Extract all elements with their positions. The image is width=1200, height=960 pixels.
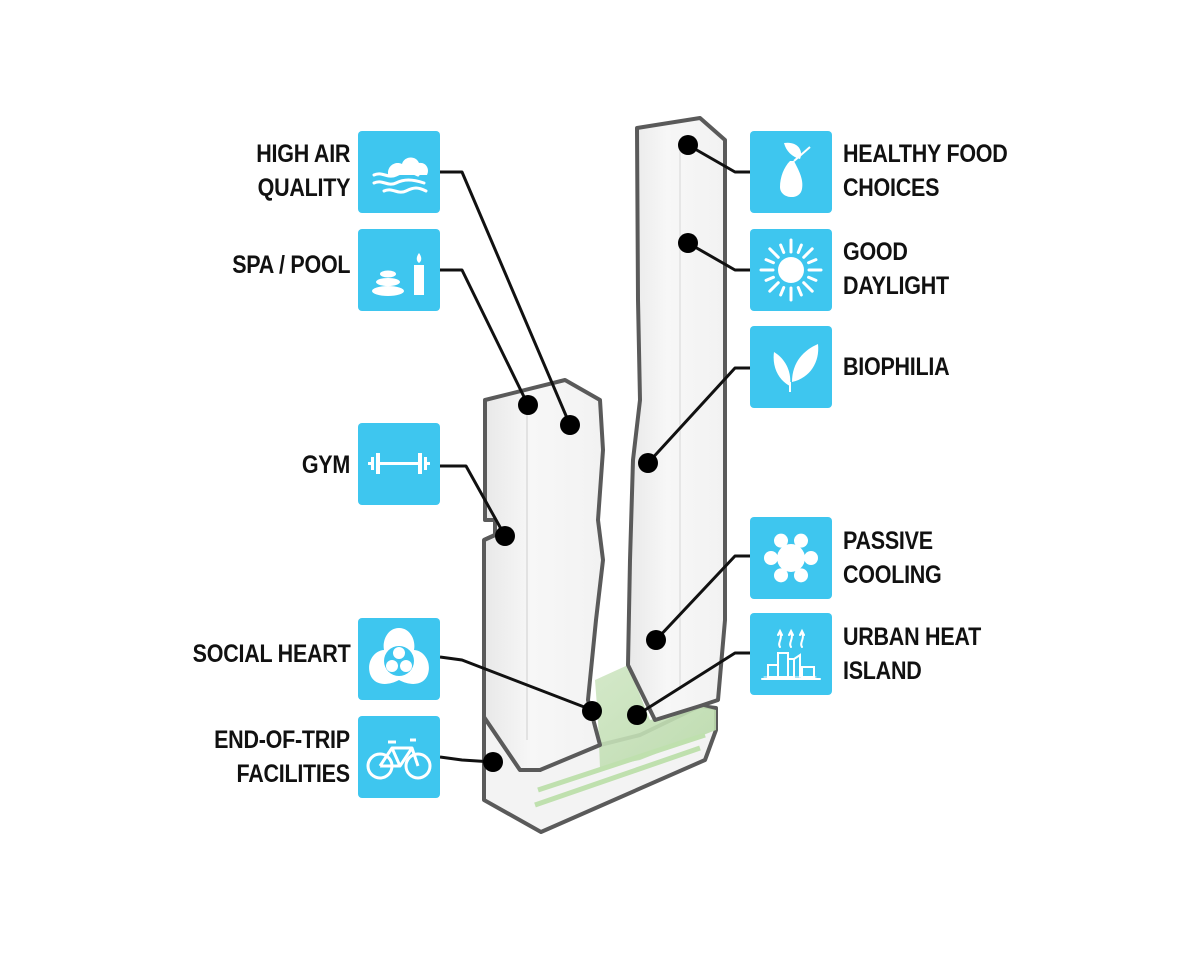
dot-good-daylight (678, 233, 698, 253)
snowflake-arm (774, 568, 788, 583)
leader-high-air-quality (440, 170, 572, 426)
dot-healthy-food (678, 135, 698, 155)
dot-passive-cooling (646, 630, 666, 650)
right-tower (626, 116, 727, 722)
dot-urban-heat-island (627, 705, 647, 725)
dot-social-heart (582, 701, 602, 721)
sun-ray (807, 258, 818, 265)
cloud-wind-icon (358, 131, 440, 213)
dot-spa-pool (518, 395, 538, 415)
label-line: DAYLIGHT (843, 272, 949, 300)
snowflake-arm (794, 533, 808, 548)
label-urban-heat-island: URBAN HEAT ISLAND (843, 620, 981, 688)
label-passive-cooling: PASSIVE COOLING (843, 524, 942, 592)
left-tower (482, 378, 605, 772)
sun-ray (796, 286, 803, 297)
label-line: BIOPHILIA (843, 353, 950, 381)
leaves-icon (750, 326, 832, 408)
sun-ray (779, 243, 786, 254)
label-social-heart: SOCIAL HEART (192, 637, 350, 671)
leader-urban-heat-island (636, 651, 750, 717)
sun-icon (750, 229, 832, 311)
snowflake-arm (764, 551, 778, 565)
sun-ray (779, 286, 786, 297)
label-biophilia: BIOPHILIA (843, 350, 950, 384)
label-spa-pool: SPA / POOL (232, 248, 350, 282)
leader-social-heart (439, 655, 593, 712)
sun-ray (802, 281, 814, 293)
sun-ray (764, 258, 775, 265)
dot-gym (495, 526, 515, 546)
leader-healthy-food (687, 143, 750, 174)
snowflake-arm (794, 568, 808, 583)
label-line: HIGH AIR (256, 140, 350, 168)
label-line: SOCIAL HEART (192, 640, 350, 668)
podium-green-roof (595, 665, 716, 768)
bicycle-icon (358, 716, 440, 798)
leader-good-daylight (687, 241, 750, 272)
sun-ray (768, 247, 780, 259)
dot-high-air-quality (560, 415, 580, 435)
barbell-icon (358, 423, 440, 505)
label-line: END-OF-TRIP (214, 726, 350, 754)
label-healthy-food-choices: HEALTHY FOOD CHOICES (843, 137, 1008, 205)
community-circles-icon (358, 618, 440, 700)
label-good-daylight: GOOD DAYLIGHT (843, 235, 949, 303)
label-line: URBAN HEAT (843, 623, 981, 651)
snowflake-arm (804, 551, 818, 565)
label-line: GYM (301, 451, 350, 479)
leader-lines (439, 143, 750, 764)
label-line: GOOD (843, 238, 908, 266)
label-line: FACILITIES (236, 760, 351, 788)
sun-ray (764, 275, 775, 282)
snowflake-icon (750, 517, 832, 599)
green-stripe (534, 732, 706, 808)
anchor-dots (483, 135, 698, 772)
label-line: PASSIVE (843, 527, 933, 555)
leader-end-of-trip (439, 755, 494, 764)
leader-passive-cooling (654, 554, 750, 642)
sun-ray (802, 247, 814, 259)
dot-biophilia (638, 453, 658, 473)
leader-biophilia (646, 366, 750, 465)
label-high-air-quality: HIGH AIR QUALITY (256, 137, 350, 205)
label-gym: GYM (302, 448, 350, 482)
label-line: QUALITY (257, 174, 350, 202)
city-heat-icon (750, 613, 832, 695)
label-line: SPA / POOL (231, 251, 350, 279)
leader-gym (440, 464, 507, 537)
sun-ray (796, 243, 803, 254)
spa-stones-candle-icon (358, 229, 440, 311)
label-end-of-trip-facilities: END-OF-TRIP FACILITIES (214, 723, 350, 791)
label-line: COOLING (843, 561, 942, 589)
leader-spa-pool (440, 268, 530, 406)
snowflake-arm (774, 533, 788, 548)
sun-ray (807, 275, 818, 282)
label-line: HEALTHY FOOD (843, 140, 1008, 168)
dot-end-of-trip (483, 752, 503, 772)
label-line: CHOICES (843, 174, 940, 202)
left-tower-step (483, 533, 496, 542)
pear-icon (750, 131, 832, 213)
label-line: ISLAND (843, 657, 922, 685)
sun-ray (768, 281, 780, 293)
